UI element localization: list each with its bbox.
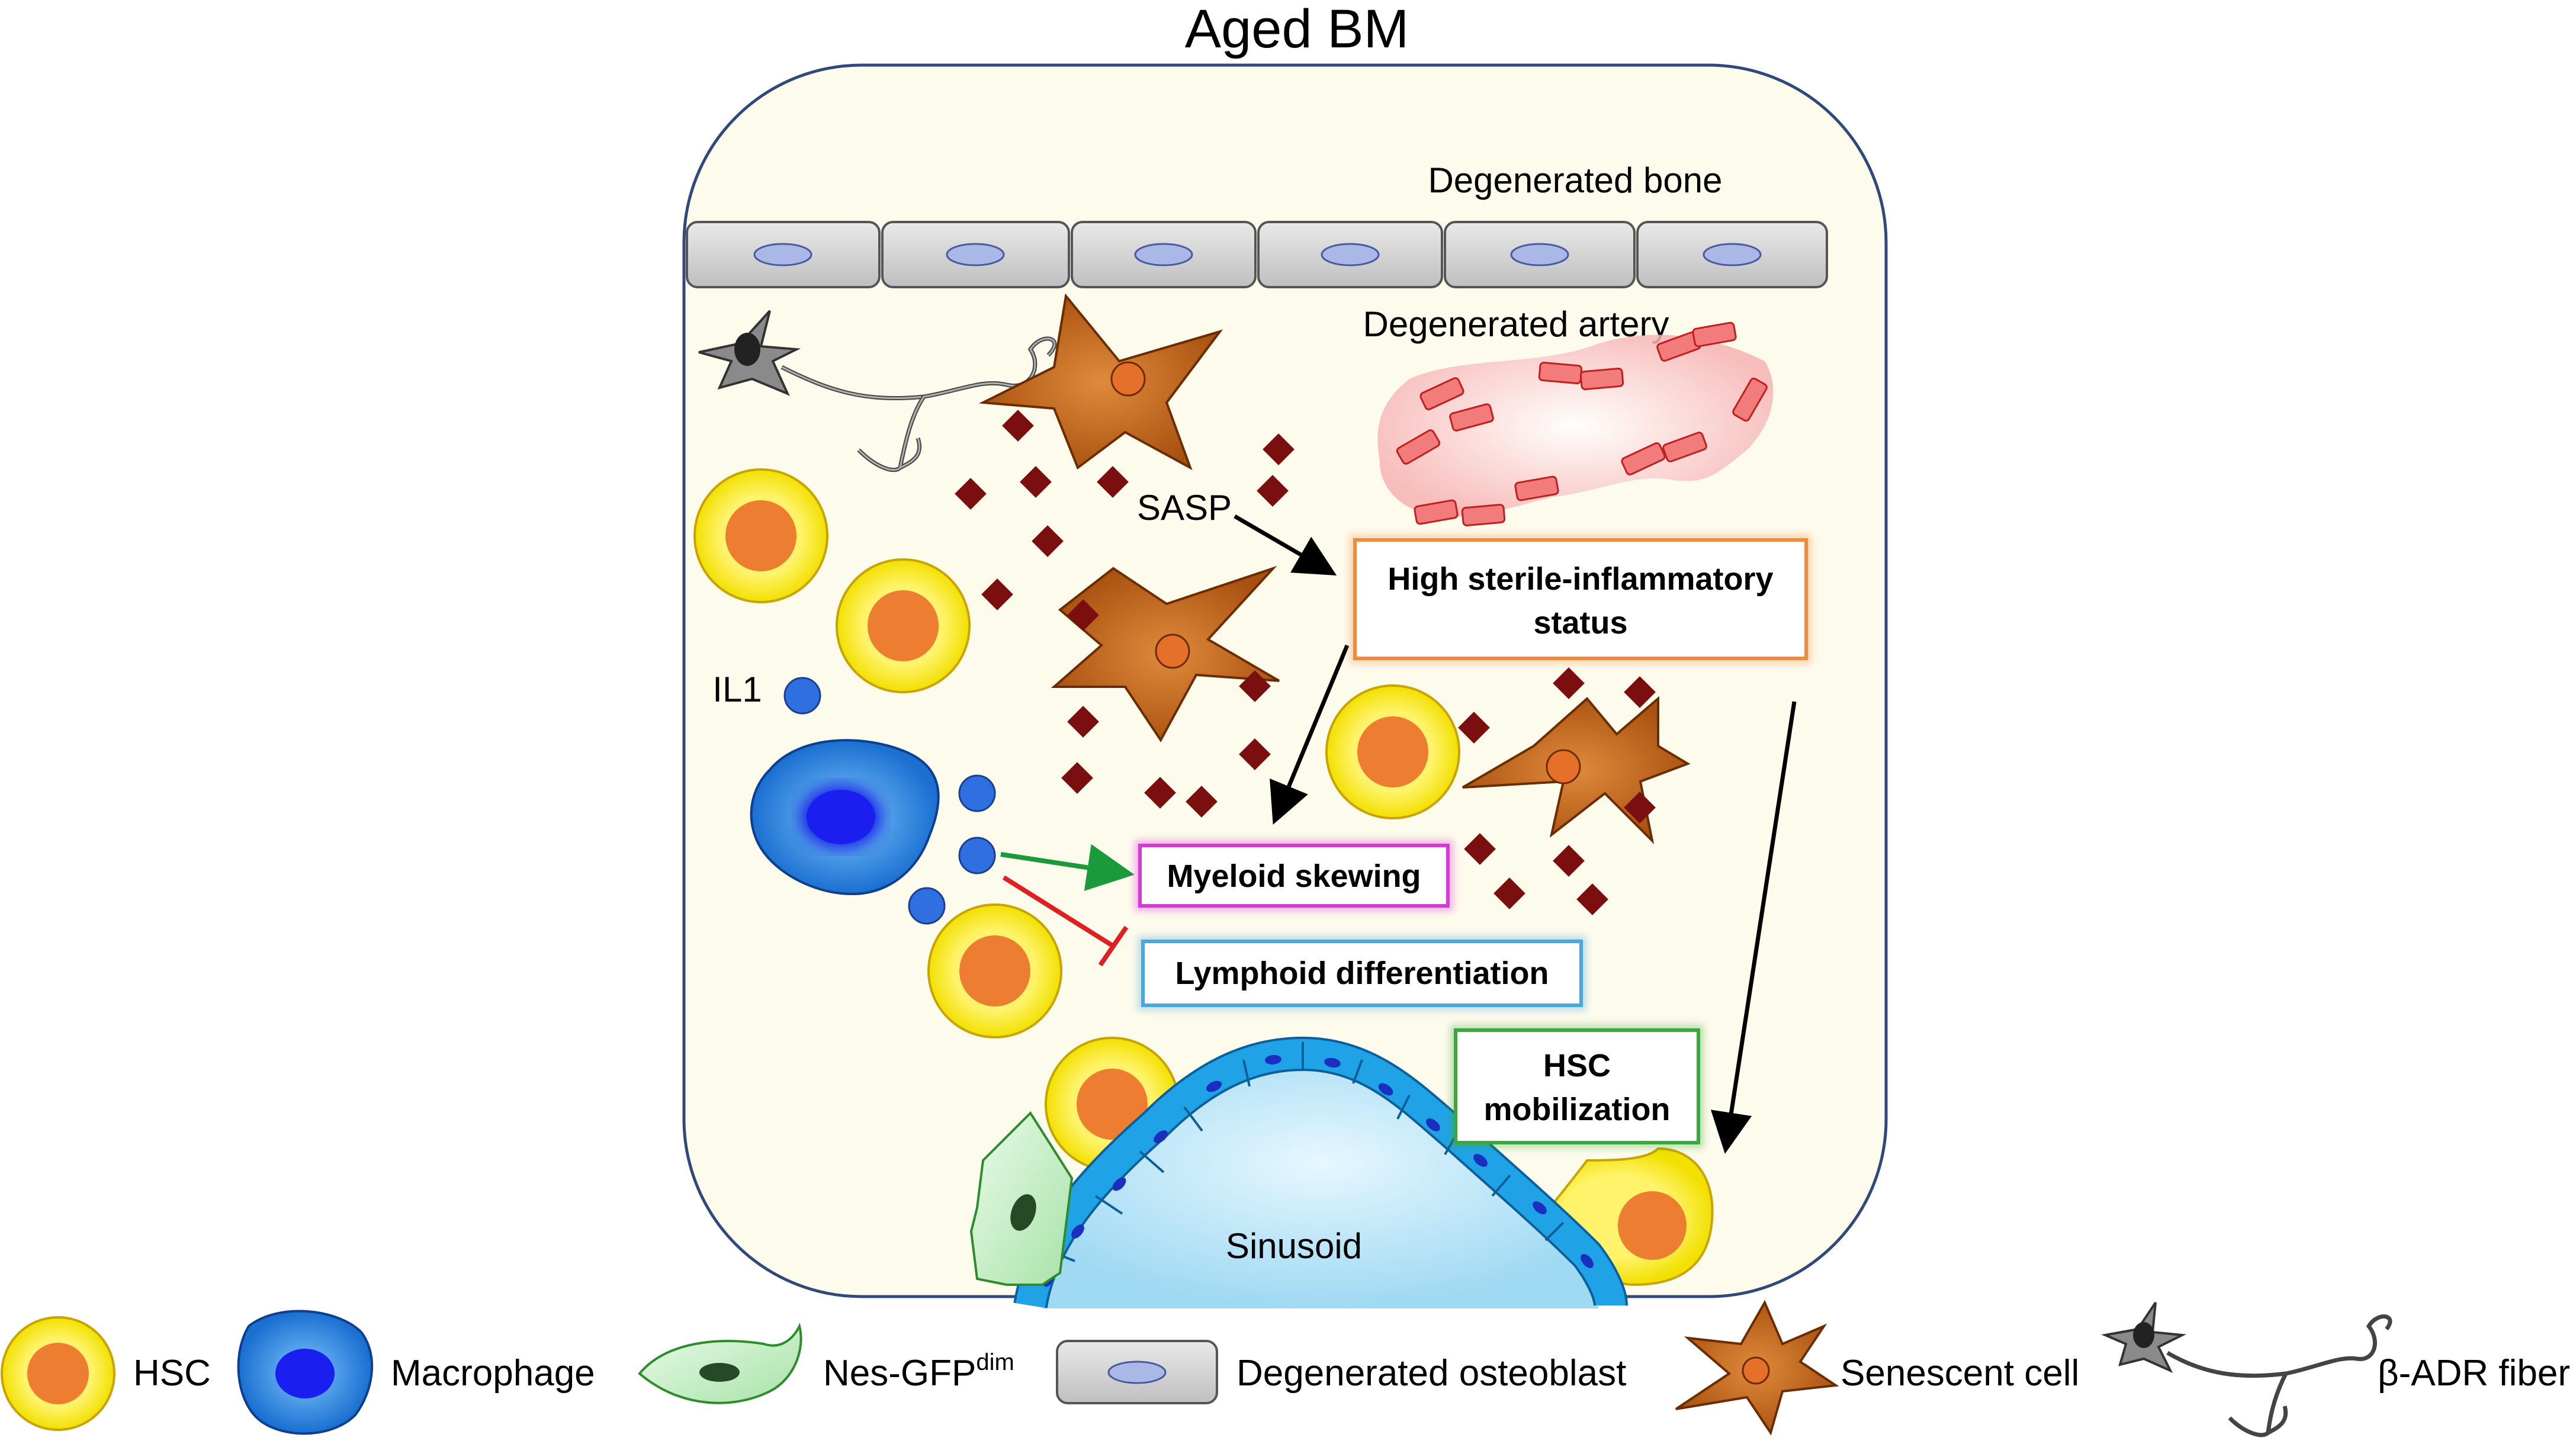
hsc-cell	[1325, 684, 1460, 819]
hsc-mobilization-line2: mobilization	[1484, 1092, 1671, 1127]
il1-particle	[958, 837, 996, 874]
legend-senescent-label: Senescent cell	[1841, 1353, 2079, 1394]
lymphoid-differentiation-text: Lymphoid differentiation	[1175, 956, 1549, 991]
adr-fiber	[698, 310, 1057, 472]
myeloid-skewing-box: Myeloid skewing	[1135, 840, 1453, 911]
hsc-mobilization-line1: HSC	[1543, 1048, 1611, 1083]
osteoblast-cell	[1636, 221, 1828, 288]
hsc-cell	[836, 558, 971, 693]
inflammation-to-myeloid-arrow	[1270, 644, 1350, 825]
legend-macrophage-label: Macrophage	[391, 1353, 595, 1394]
inflammation-to-mobilization-arrow	[1710, 701, 1797, 1154]
inflammatory-status-box: High sterile-inflammatory status	[1350, 535, 1811, 664]
legend-senescent: Senescent cell	[1675, 1300, 2079, 1436]
sasp-to-inflammation-arrow	[1234, 514, 1337, 576]
il1-promotes-myeloid-arrow	[1000, 844, 1135, 891]
legend-nes-gfp-label: Nes-GFPdim	[823, 1349, 1014, 1394]
legend-adr-fiber: β-ADR fiber	[2101, 1301, 2570, 1437]
inflammatory-status-line2: status	[1533, 605, 1627, 641]
hsc-mobilization-box: HSC mobilization	[1450, 1025, 1704, 1148]
degenerated-artery	[1377, 321, 1774, 526]
legend: HSC Macrophage Nes-GFPdim Degenerated os…	[1, 1300, 2570, 1437]
degenerated-artery-label: Degenerated artery	[1363, 304, 1669, 344]
inflammatory-status-line1: High sterile-inflammatory	[1387, 561, 1773, 597]
legend-osteoblast-label: Degenerated osteoblast	[1236, 1353, 1626, 1394]
hsc-cell	[693, 468, 828, 603]
mobilizing-hsc-cell	[1524, 1147, 1714, 1287]
macrophage-cell	[750, 739, 940, 896]
legend-osteoblast: Degenerated osteoblast	[1056, 1340, 1626, 1404]
il1-label: IL1	[712, 670, 762, 709]
sinusoid	[1013, 1036, 1628, 1309]
degenerated-bone-layer	[686, 221, 1828, 288]
myeloid-skewing-text: Myeloid skewing	[1167, 858, 1421, 894]
il1-particle	[783, 677, 821, 715]
osteoblast-cell	[1444, 221, 1636, 288]
osteoblast-cell	[1257, 221, 1443, 288]
legend-macrophage: Macrophage	[237, 1310, 595, 1435]
nes-gfp-cell	[969, 1111, 1074, 1286]
il1-particle	[908, 887, 946, 925]
senescent-cell	[978, 293, 1223, 471]
degenerated-bone-label: Degenerated bone	[1428, 160, 1722, 200]
osteoblast-cell	[1071, 221, 1257, 288]
page-title: Aged BM	[1185, 0, 1409, 59]
osteoblast-cell	[881, 221, 1070, 288]
senescent-cell	[1051, 565, 1280, 742]
sinusoid-label: Sinusoid	[1226, 1226, 1362, 1266]
sasp-label: SASP	[1137, 488, 1232, 528]
hsc-cell	[927, 903, 1062, 1038]
legend-nes-gfp-superscript: dim	[976, 1349, 1014, 1375]
legend-adr-fiber-icon	[2101, 1301, 2392, 1437]
legend-adr-fiber-label: β-ADR fiber	[2378, 1353, 2570, 1394]
legend-hsc: HSC	[1, 1316, 211, 1431]
il1-inhibits-lymphoid-arrow	[1002, 875, 1129, 967]
lymphoid-differentiation-box: Lymphoid differentiation	[1138, 936, 1586, 1011]
legend-nes-gfp-text: Nes-GFP	[823, 1353, 976, 1394]
legend-nes-gfp: Nes-GFPdim	[638, 1323, 1014, 1404]
il1-particle	[958, 774, 996, 812]
legend-hsc-label: HSC	[133, 1353, 211, 1394]
osteoblast-cell	[686, 221, 881, 288]
